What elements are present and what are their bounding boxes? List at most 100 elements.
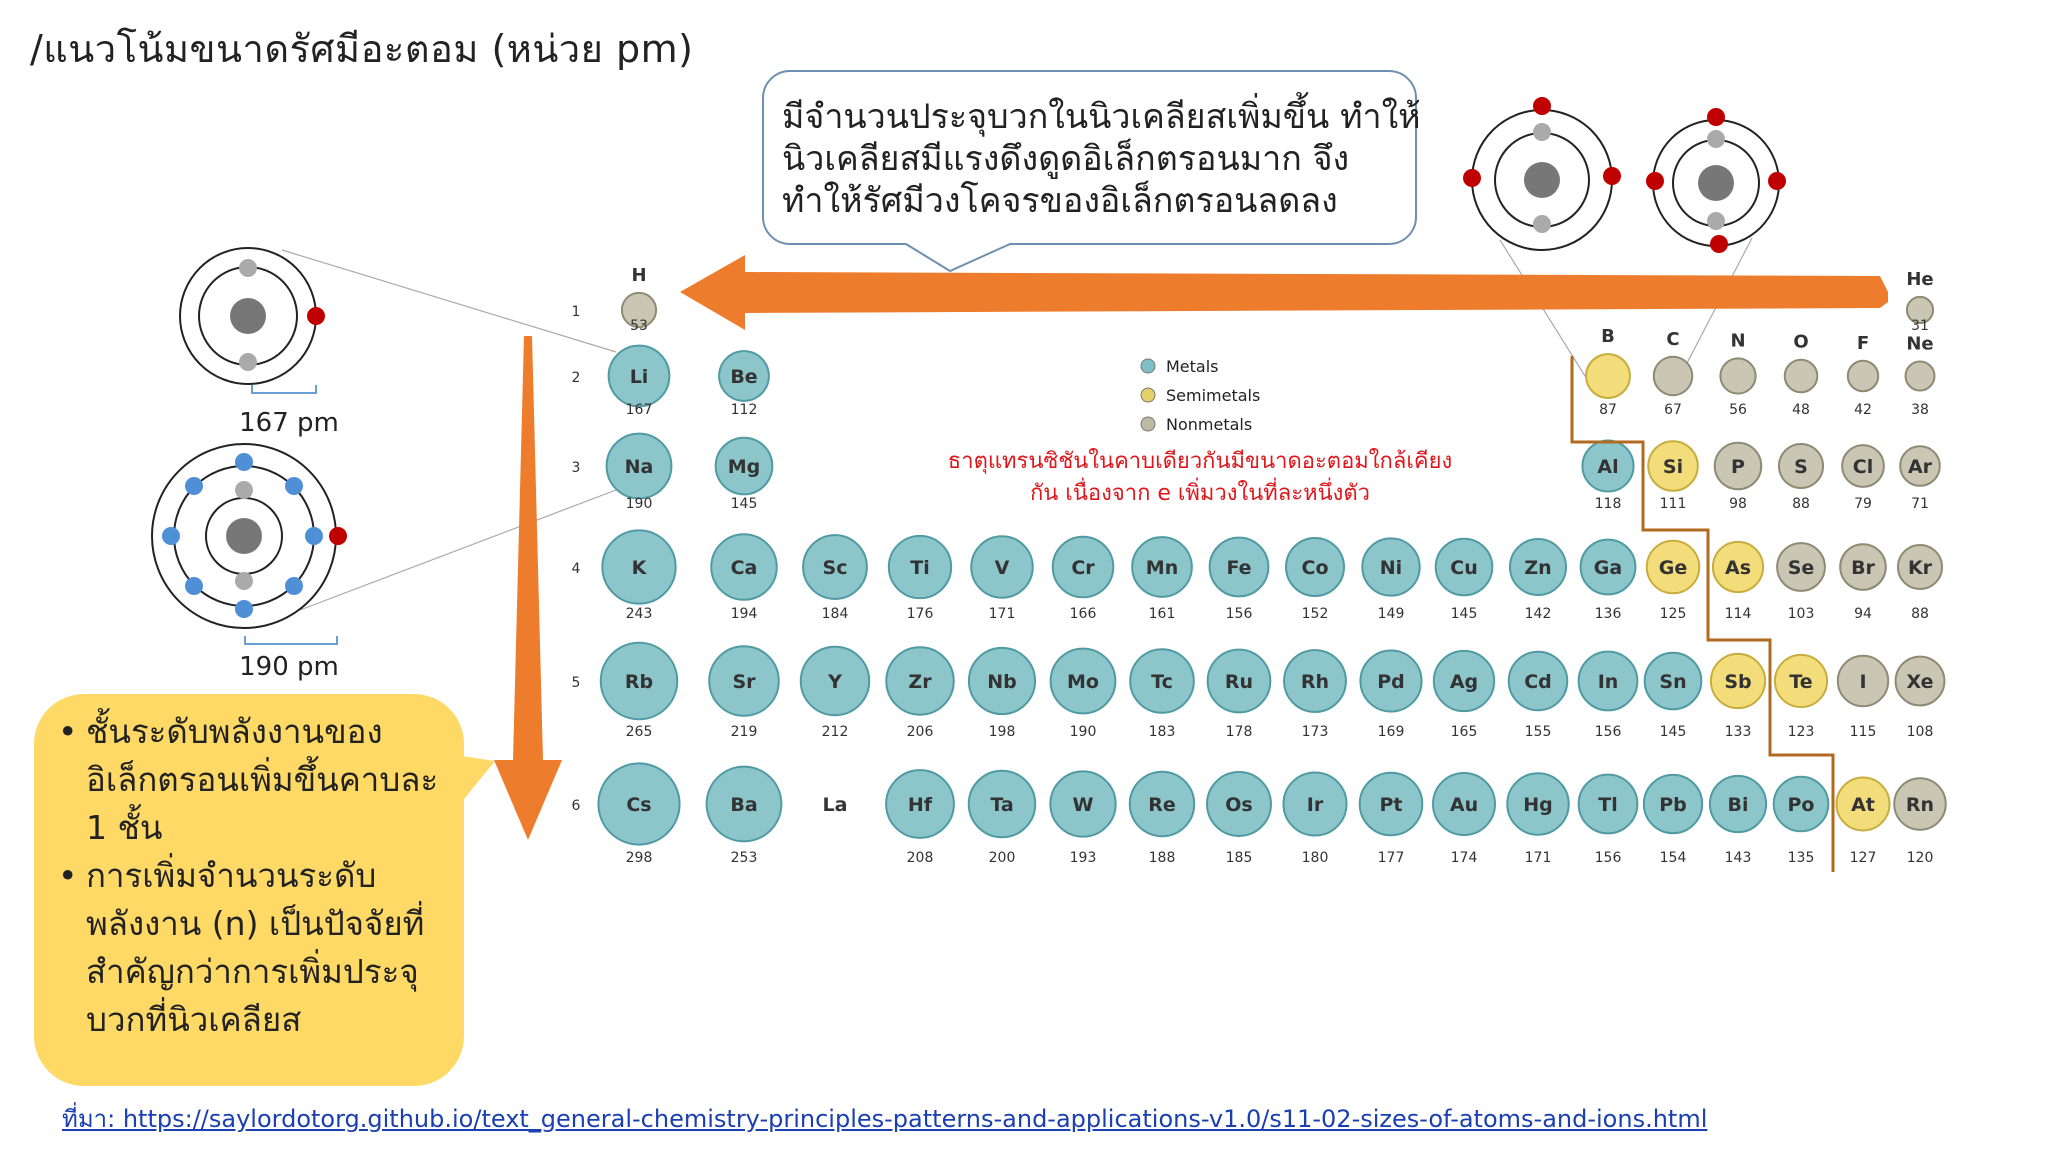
element-symbol: Sb <box>1724 671 1751 693</box>
element-f: F42 <box>1846 333 1880 418</box>
element-radius-value: 177 <box>1378 850 1405 866</box>
transition-note-line-2: กัน เนื่องจาก e เพิ่มวงในที่ละหนึ่งตัว <box>1029 481 1371 506</box>
electron <box>235 572 253 590</box>
element-radius-value: 180 <box>1302 850 1329 866</box>
source-prefix: ที่มา: <box>62 1105 123 1133</box>
element-symbol: Ba <box>730 794 757 816</box>
electron <box>1533 215 1551 233</box>
bullet-energy-levels: ชั้นระดับพลังงานของ อิเล็กตรอนเพิ่มขึ้นค… <box>56 708 454 852</box>
element-symbol: Au <box>1450 794 1478 816</box>
element-au: Au 174 <box>1432 772 1496 866</box>
element-symbol: V <box>995 557 1010 579</box>
connector-line <box>281 249 617 353</box>
atom-circle <box>599 641 679 721</box>
element-symbol: Ta <box>990 794 1013 816</box>
element-symbol: Ir <box>1307 794 1324 816</box>
atom-circle <box>605 432 673 500</box>
period-label: 5 <box>572 675 581 691</box>
atom-circle <box>1905 295 1935 325</box>
element-radius-value: 166 <box>1070 606 1097 622</box>
connector-lines <box>281 237 1753 611</box>
element-radius-value: 38 <box>1911 402 1929 418</box>
element-radius-value: 79 <box>1854 496 1872 512</box>
atom-circle <box>887 534 953 600</box>
element-symbol: Xe <box>1906 671 1933 693</box>
atom-circle <box>1508 537 1568 597</box>
atom-circle <box>1506 772 1570 836</box>
element-radius-value: 31 <box>1911 318 1929 334</box>
element-radius-value: 174 <box>1451 850 1478 866</box>
element-o: O48 <box>1783 332 1819 418</box>
vertical-trend-arrow <box>494 336 562 840</box>
atom-models <box>151 97 1786 645</box>
atom-circle <box>1643 651 1703 711</box>
element-symbol: Zn <box>1524 557 1551 579</box>
atom-circle <box>1282 771 1348 837</box>
element-symbol: Ga <box>1594 557 1622 579</box>
element-symbol: Ru <box>1225 671 1253 693</box>
electron <box>285 477 303 495</box>
atom-circle <box>1432 649 1496 713</box>
atom-circle <box>1579 538 1637 596</box>
connector-line <box>299 489 617 611</box>
element-radius-value: 103 <box>1788 606 1815 622</box>
element-symbol: Be <box>730 366 757 388</box>
element-radius-value: 190 <box>626 496 653 512</box>
element-h: H53 <box>620 265 658 334</box>
nucleus <box>226 518 262 554</box>
element-radius-value: 156 <box>1226 606 1253 622</box>
source-url[interactable]: https://saylordotorg.github.io/text_gene… <box>122 1105 1708 1133</box>
legend-swatch <box>1140 416 1156 432</box>
element-radius-value: 42 <box>1854 402 1872 418</box>
atom-circle <box>1645 539 1701 595</box>
element-symbol: O <box>1793 332 1808 353</box>
atom-circle <box>620 291 658 329</box>
atom-circle <box>1581 439 1635 493</box>
atom-circle <box>705 765 783 843</box>
element-radius-value: 206 <box>907 724 934 740</box>
element-radius-value: 111 <box>1660 496 1687 512</box>
atom-circle <box>1776 542 1826 592</box>
period-label: 1 <box>572 304 581 320</box>
bullet-2-line-2: พลังงาน (n) เป็นปัจจัยที่ <box>86 904 425 943</box>
element-radius-value: 123 <box>1788 724 1815 740</box>
atom-circle <box>1358 771 1424 837</box>
legend-label: Nonmetals <box>1166 415 1252 434</box>
electron <box>235 600 253 618</box>
atom-circle <box>1359 649 1423 713</box>
element-symbol: Ge <box>1659 557 1687 579</box>
element-radius-value: 156 <box>1595 724 1622 740</box>
element-radius-value: 125 <box>1660 606 1687 622</box>
element-radius-value: 98 <box>1729 496 1747 512</box>
element-radius-value: 253 <box>731 850 758 866</box>
electron <box>1707 108 1725 126</box>
element-ir: Ir 180 <box>1282 771 1348 866</box>
electron <box>1710 235 1728 253</box>
element-radius-value: 178 <box>1226 724 1253 740</box>
element-radius-value: 88 <box>1792 496 1810 512</box>
element-radius-value: 149 <box>1378 606 1405 622</box>
source-citation[interactable]: ที่มา: https://saylordotorg.github.io/te… <box>62 1099 1707 1138</box>
period-label: 2 <box>572 370 581 386</box>
element-radius-value: 145 <box>1660 724 1687 740</box>
atom-circle <box>1772 775 1830 833</box>
element-radius-value: 71 <box>1911 496 1929 512</box>
element-symbol: Ag <box>1450 671 1478 693</box>
element-radius-value: 152 <box>1302 606 1329 622</box>
